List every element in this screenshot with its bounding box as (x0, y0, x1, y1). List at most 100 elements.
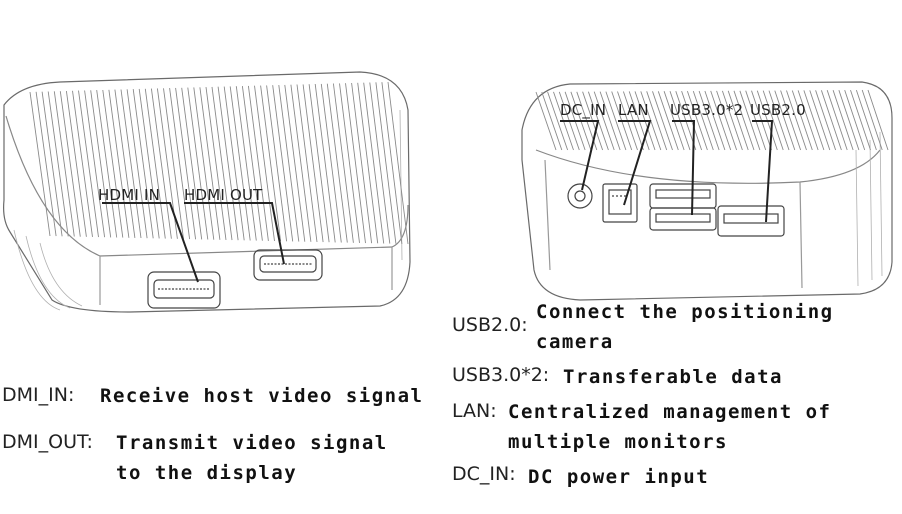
heatsink-fin (850, 89, 871, 151)
lan-label: LAN (618, 101, 649, 119)
heatsink-fin (861, 89, 883, 151)
heatsink-fin (326, 83, 348, 243)
lan-port (602, 183, 638, 223)
heatsink-fin (229, 86, 251, 241)
heatsink-fin (181, 87, 203, 240)
left-device (3, 71, 411, 313)
heatsink-fin (369, 82, 391, 244)
usb30-label: USB3.0*2 (670, 101, 744, 119)
usb20-desc-text: Connect the positioning camera (536, 301, 834, 353)
heatsink-fin (302, 84, 324, 243)
heatsink-fin (541, 91, 563, 151)
callout-usb20 (752, 120, 774, 223)
heatsink-fin (599, 91, 621, 151)
heatsink-fin (809, 90, 831, 151)
dc-in-label: DC_IN (560, 101, 607, 119)
heatsink-fin (138, 88, 160, 239)
heatsink-fin (235, 86, 257, 241)
heatsink-fin (126, 89, 148, 239)
heatsink-fin (35, 91, 57, 237)
heatsink-fin (47, 91, 69, 237)
heatsink-fin (803, 90, 825, 151)
heatsink-fin (260, 85, 282, 242)
callout-usb30 (672, 120, 696, 216)
hdmi-in-desc-text: Receive host video signal (100, 385, 424, 407)
heatsink-fin (163, 88, 184, 240)
heatsink-fin (815, 90, 837, 151)
hdmi-out-label: HDMI OUT (184, 186, 263, 204)
heatsink-fin (646, 91, 668, 151)
heatsink-fin (332, 83, 354, 243)
heatsink-fin (29, 91, 51, 237)
heatsink-fin (547, 91, 569, 151)
heatsink-fin (357, 82, 379, 244)
heatsink-fin (535, 91, 557, 151)
right-device-side-lines (855, 131, 883, 287)
heatsink-fin (108, 89, 130, 238)
heatsink-fin (339, 83, 360, 243)
heatsink-fin (314, 83, 336, 243)
heatsink-fin (786, 90, 807, 151)
left-heatsink-fins (29, 81, 409, 245)
heatsink-fin (84, 90, 106, 238)
heatsink-fin (187, 87, 209, 240)
heatsink-fin (175, 87, 197, 240)
left-device-front-face (99, 247, 393, 305)
usb30-ports (649, 183, 717, 231)
heatsink-fin (59, 91, 81, 237)
heatsink-fin (65, 90, 87, 237)
hdmi-in-port (147, 271, 221, 309)
dc-in-desc-text: DC power input (528, 466, 710, 488)
heatsink-fin (53, 91, 75, 237)
heatsink-fin (363, 82, 385, 244)
usb20-label: USB2.0 (750, 101, 806, 119)
heatsink-fin (844, 89, 866, 151)
heatsink-fin (593, 91, 615, 151)
heatsink-fin (716, 90, 738, 151)
heatsink-fin (387, 81, 409, 245)
heatsink-fin (320, 83, 342, 243)
callout-lan (618, 120, 652, 206)
hdmi-out-desc-text: Transmit video signal to the display (116, 432, 388, 484)
callout-hdmi-out (184, 202, 285, 265)
heatsink-fin (308, 84, 330, 243)
hdmi-in-desc-key: DMI_IN: (2, 384, 75, 406)
heatsink-fin (241, 86, 263, 241)
heatsink-fin (72, 90, 93, 237)
callout-hdmi-in (102, 202, 199, 283)
heatsink-fin (762, 90, 784, 151)
heatsink-fin (78, 90, 99, 238)
dc-in-desc-key: DC_IN: (452, 463, 516, 485)
heatsink-fin (739, 90, 761, 151)
callout-lines (102, 120, 774, 283)
heatsink-fin (855, 89, 877, 151)
heatsink-fin (686, 90, 708, 151)
heatsink-fin (345, 83, 366, 244)
right-device-body (521, 81, 893, 301)
heatsink-fin (102, 89, 124, 238)
heatsink-fin (721, 90, 743, 151)
heatsink-fin (820, 90, 842, 151)
heatsink-fin (727, 90, 749, 151)
heatsink-fin (223, 86, 245, 241)
heatsink-fin (120, 89, 142, 239)
heatsink-fin (90, 90, 112, 238)
heatsink-fin (797, 90, 819, 151)
heatsink-fin (247, 85, 269, 241)
left-device-side-lines (13, 109, 403, 311)
lan-desc-text: Centralized management of multiple monit… (508, 401, 832, 453)
heatsink-fin (144, 88, 166, 239)
heatsink-fin (698, 90, 720, 151)
right-device-back-face (544, 159, 803, 289)
heatsink-fin (351, 82, 373, 244)
usb20-desc-key: USB2.0: (452, 314, 528, 336)
heatsink-fin (296, 84, 318, 243)
heatsink-fin (791, 90, 813, 151)
heatsink-fin (278, 85, 300, 242)
usb30-desc-text: Transferable data (563, 366, 783, 388)
heatsink-fin (780, 90, 802, 151)
heatsink-fin (205, 87, 227, 240)
heatsink-fin (867, 89, 889, 151)
heatsink-fin (733, 90, 755, 151)
